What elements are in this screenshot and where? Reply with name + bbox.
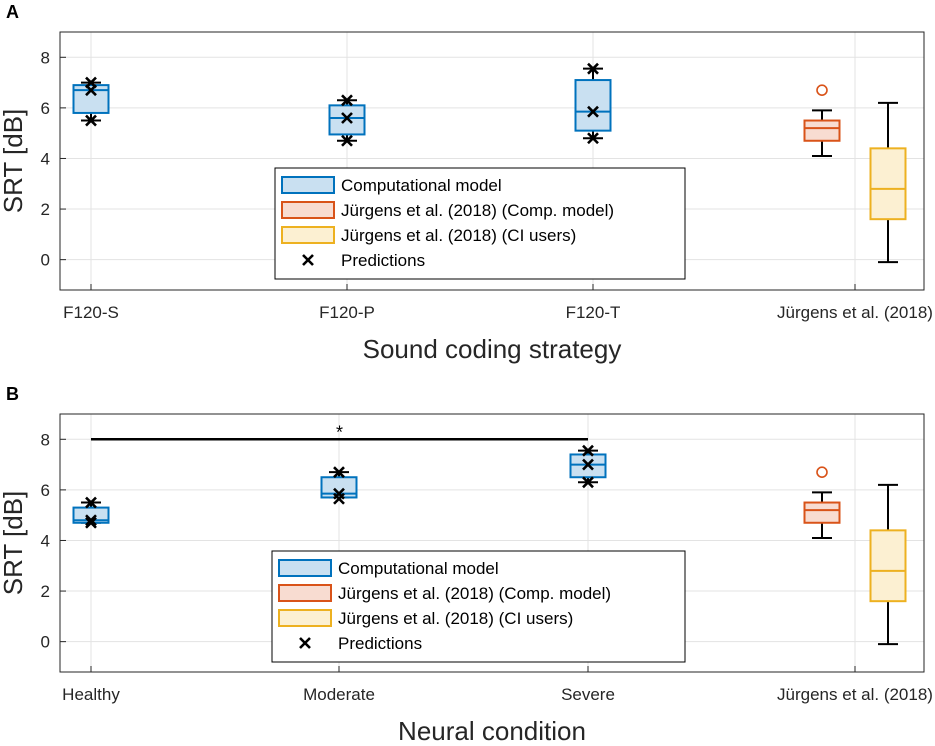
legend-frame: [274, 167, 686, 280]
legend-swatch: [278, 584, 332, 602]
x-axis-title: Neural condition: [398, 716, 586, 746]
legend-swatch: [278, 609, 332, 627]
prediction-marker: [85, 76, 97, 89]
y-tick-label: 4: [41, 149, 50, 168]
legend-cross-icon: [302, 254, 314, 266]
box-plot: [569, 449, 607, 484]
box-plot: [574, 67, 612, 140]
box-iqr: [803, 501, 841, 524]
prediction-marker: [341, 112, 353, 124]
box-plot: [803, 84, 841, 157]
box-plot: [72, 81, 110, 122]
y-axis-title: SRT [dB]: [0, 491, 28, 596]
panel-letter: B: [6, 384, 19, 404]
box-iqr: [869, 529, 907, 603]
legend-frame: [271, 550, 686, 663]
legend-swatch: [281, 201, 335, 219]
legend-label: Jürgens et al. (2018) (CI users): [338, 609, 573, 628]
prediction-marker: [341, 134, 353, 147]
y-tick-label: 8: [41, 48, 50, 67]
legend-label: Predictions: [341, 251, 425, 270]
prediction-marker: [587, 132, 599, 145]
x-tick-label: F120-S: [63, 303, 119, 322]
plot-area-frame: [59, 413, 925, 673]
panel-letter: A: [6, 2, 19, 22]
y-tick-label: 2: [41, 582, 50, 601]
outlier-point: [816, 466, 828, 478]
prediction-marker: [582, 444, 594, 457]
x-tick-label: Severe: [561, 685, 615, 704]
x-tick-label: Jürgens et al. (2018): [777, 685, 933, 704]
y-axis-title: SRT [dB]: [0, 109, 28, 214]
box-iqr: [328, 104, 366, 136]
prediction-marker: [85, 514, 97, 527]
significance-label: *: [336, 422, 343, 442]
box-plot: [320, 471, 358, 499]
y-tick-label: 4: [41, 531, 50, 550]
x-tick-label: Jürgens et al. (2018): [777, 303, 933, 322]
prediction-marker: [587, 62, 599, 75]
prediction-marker: [341, 94, 353, 107]
box-plot: [869, 483, 907, 646]
legend-swatch: [281, 176, 335, 194]
legend-label: Jürgens et al. (2018) (CI users): [341, 226, 576, 245]
prediction-marker: [85, 114, 97, 127]
box-plot: [328, 99, 366, 142]
prediction-marker: [333, 466, 345, 479]
legend-label: Predictions: [338, 634, 422, 653]
y-tick-label: 6: [41, 481, 50, 500]
y-tick-label: 0: [41, 251, 50, 270]
x-axis-title: Sound coding strategy: [363, 334, 622, 364]
prediction-marker: [587, 105, 599, 118]
y-tick-label: 8: [41, 430, 50, 449]
legend-label: Jürgens et al. (2018) (Comp. model): [338, 584, 611, 603]
x-tick-label: F120-T: [566, 303, 621, 322]
prediction-marker: [582, 458, 594, 471]
box-plot: [869, 101, 907, 264]
x-tick-label: Healthy: [62, 685, 120, 704]
prediction-marker: [582, 476, 594, 489]
prediction-marker: [85, 496, 97, 509]
legend-swatch: [278, 559, 332, 577]
x-tick-label: F120-P: [319, 303, 375, 322]
legend-swatch: [281, 226, 335, 244]
y-tick-label: 0: [41, 633, 50, 652]
legend-label: Computational model: [341, 176, 502, 195]
legend-cross-icon: [299, 637, 311, 649]
plot-area-frame: [59, 31, 925, 291]
legend-label: Computational model: [338, 559, 499, 578]
box-iqr: [869, 147, 907, 221]
prediction-marker: [85, 516, 97, 529]
x-tick-label: Moderate: [303, 685, 375, 704]
prediction-marker: [333, 487, 345, 500]
box-iqr: [574, 79, 612, 132]
outlier-point: [816, 84, 828, 96]
box-plot: [803, 466, 841, 539]
y-tick-label: 2: [41, 200, 50, 219]
legend-label: Jürgens et al. (2018) (Comp. model): [341, 201, 614, 220]
box-iqr: [803, 119, 841, 142]
y-tick-label: 6: [41, 99, 50, 118]
